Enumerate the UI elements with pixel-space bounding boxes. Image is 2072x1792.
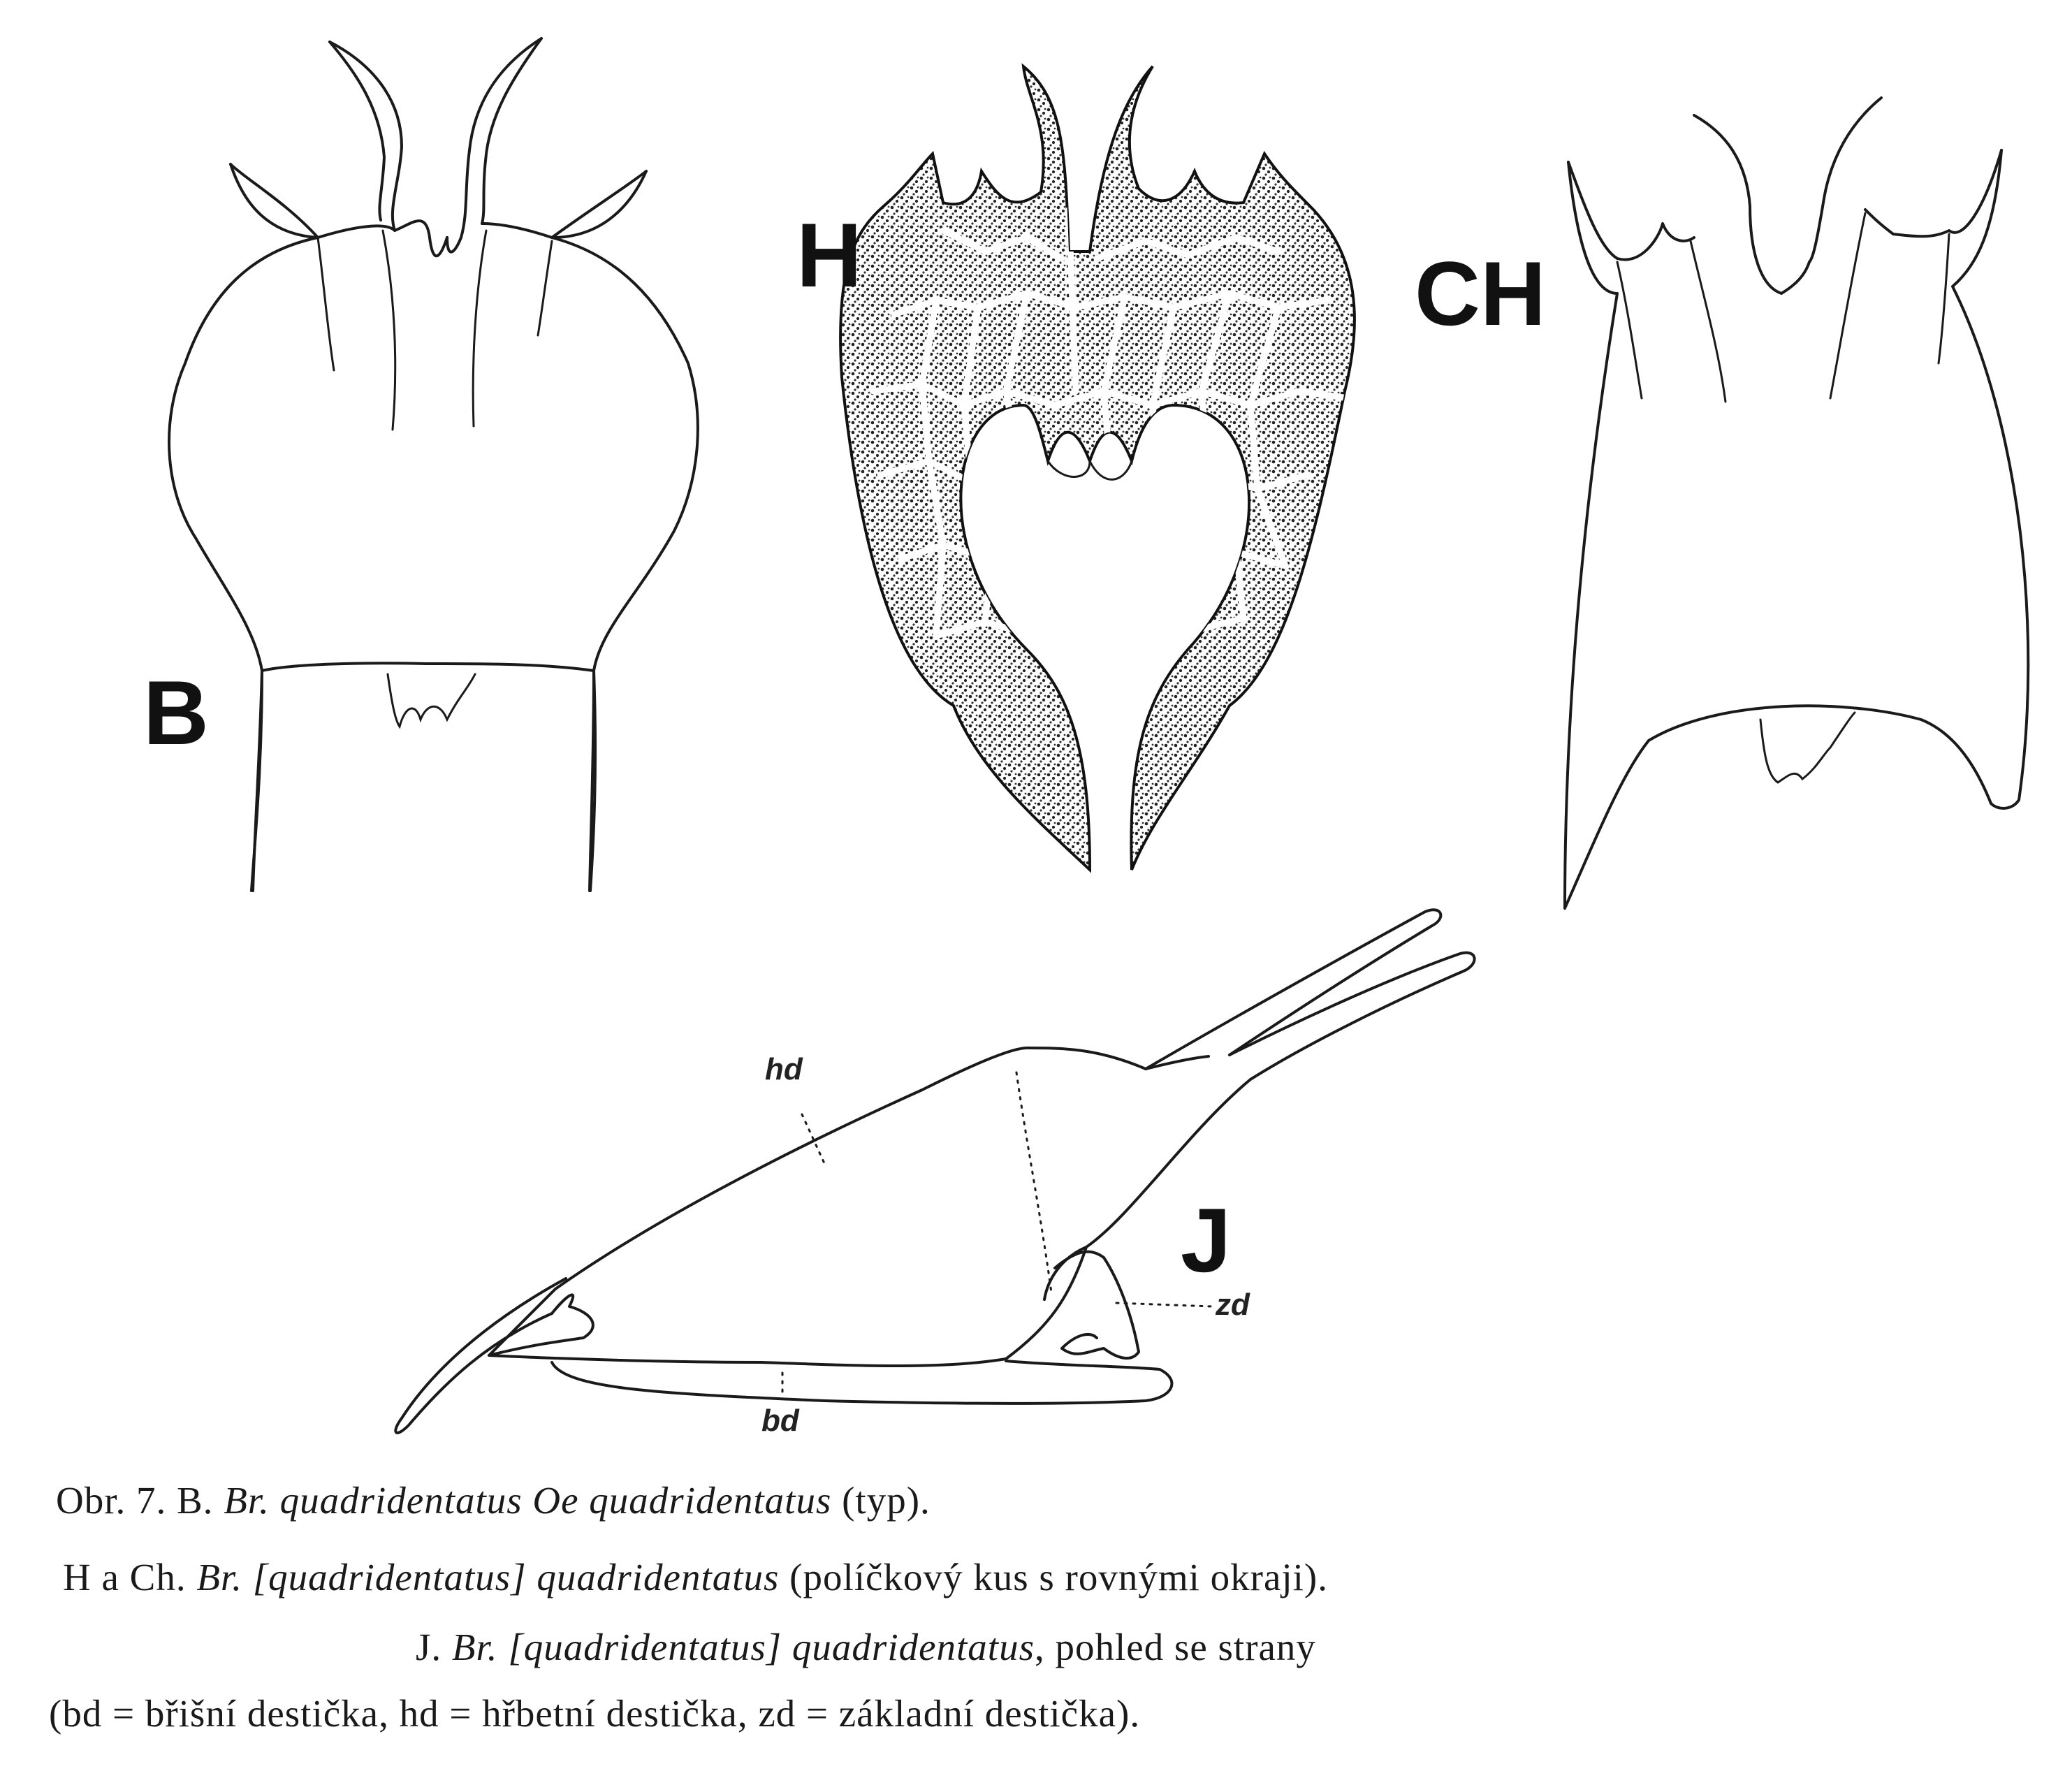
panel-b-posterior-spine-right <box>588 669 595 892</box>
panel-j-hd-pointer <box>801 1113 826 1165</box>
panel-j-ventral-front <box>1043 1078 1252 1301</box>
panel-j-label-bd: bd <box>761 1404 800 1438</box>
panel-b-left-outline <box>168 163 319 892</box>
panel-j-body-bottom <box>488 1246 1088 1367</box>
panel-b-inner-line-1 <box>316 236 335 372</box>
panel-j-spine-upper <box>1144 908 1443 1070</box>
panel-ch-left-outline <box>1563 161 1619 910</box>
panel-ch-median-spine-left <box>1693 114 1811 295</box>
panel-ch-lateral-left <box>1567 161 1695 261</box>
caption-line-3-genus: Br. <box>451 1626 498 1668</box>
panel-b-lateral-spine-right <box>481 170 648 239</box>
caption-line-1-species: quadridentatus Oe quadridentatus <box>269 1479 832 1522</box>
panel-h-foot-opening <box>1046 460 1133 481</box>
panel-b-lorica: B <box>143 37 699 892</box>
panel-ch-right-outline <box>1951 149 2030 810</box>
panel-j-spine-lower <box>1228 951 1476 1081</box>
panel-b-posterior-spine-left <box>251 669 263 892</box>
panel-ch-lateral-right <box>1864 149 2003 238</box>
panel-ch-letter: CH <box>1415 242 1546 344</box>
panel-j-lorica: hd zd bd J <box>394 908 1476 1438</box>
panel-b-median-spine-right <box>446 37 543 254</box>
panel-j-label-zd: zd <box>1215 1288 1250 1322</box>
caption-line-2-species: [quadridentatus] quadridentatus <box>242 1556 780 1598</box>
figure-caption: Obr. 7. B. Br. quadridentatus Oe quadrid… <box>0 1474 2072 1775</box>
panel-b-inner-line-4 <box>537 240 553 337</box>
caption-line-1-suffix: (typ). <box>831 1479 931 1522</box>
panel-b-median-spine-left <box>328 41 448 258</box>
panel-b-foot-opening <box>386 673 476 729</box>
panel-b-right-outline <box>550 170 699 892</box>
panel-j-base-plate <box>1053 1250 1140 1360</box>
panel-b-median-spine-right-inner <box>481 37 543 225</box>
caption-line-3-species: [quadridentatus] quadridentatus <box>497 1626 1035 1668</box>
caption-line-2-suffix: (políčkový kus s rovnými okraji). <box>779 1556 1328 1598</box>
panel-j-letter: J <box>1181 1189 1231 1291</box>
panel-ch-median-spine-right <box>1808 96 1883 263</box>
panel-b-lateral-spine-left <box>229 163 396 239</box>
panel-j-posterior-lobe <box>488 1293 594 1357</box>
caption-line-3: J. Br. [quadridentatus] quadridentatus, … <box>416 1628 1316 1666</box>
panel-b-letter: B <box>143 662 209 764</box>
panel-b-inner-line-2 <box>381 229 397 431</box>
panel-j-dorsal-boundary <box>1015 1071 1053 1294</box>
figure-plate: B H <box>143 37 2030 1438</box>
panel-j-zd-pointer <box>1115 1302 1213 1308</box>
panel-j-posterior-spine <box>394 1277 567 1434</box>
caption-line-2-prefix: H a Ch. <box>63 1556 197 1598</box>
panel-h-stippled-body <box>839 63 1356 873</box>
caption-line-1-prefix: Obr. 7. B. <box>56 1479 224 1522</box>
caption-line-2: H a Ch. Br. [quadridentatus] quadridenta… <box>63 1558 1328 1596</box>
caption-line-2-genus: Br. <box>196 1556 242 1598</box>
caption-line-3-prefix: J. <box>416 1626 452 1668</box>
panel-j-label-hd: hd <box>765 1052 803 1086</box>
panel-ch-inner-line-1 <box>1616 261 1643 400</box>
panel-ch-lorica: CH <box>1415 96 2030 910</box>
panel-ch-inner-line-4 <box>1937 233 1950 365</box>
caption-line-1-genus: Br. <box>224 1479 270 1522</box>
panel-ch-foot-opening <box>1759 711 1856 784</box>
panel-ch-posterior-margin <box>1563 704 1992 910</box>
panel-ch-inner-line-2 <box>1689 240 1727 403</box>
panel-b-posterior-margin <box>261 662 595 672</box>
panel-b-median-spine-left-inner <box>328 41 386 221</box>
panel-ch-inner-line-3 <box>1829 212 1867 400</box>
caption-line-4: (bd = břišní destička, hd = hřbetní dest… <box>49 1694 1140 1733</box>
panel-h-lorica: H <box>796 63 1356 873</box>
caption-line-4-text: (bd = břišní destička, hd = hřbetní dest… <box>49 1692 1141 1735</box>
caption-line-1: Obr. 7. B. Br. quadridentatus Oe quadrid… <box>56 1481 931 1520</box>
panel-j-ventral-plate <box>550 1360 1174 1405</box>
caption-line-3-suffix: , pohled se strany <box>1035 1626 1316 1668</box>
panel-h-letter: H <box>796 204 862 306</box>
panel-j-dorsal-outline <box>554 1047 1210 1290</box>
panel-b-inner-line-3 <box>472 229 488 428</box>
